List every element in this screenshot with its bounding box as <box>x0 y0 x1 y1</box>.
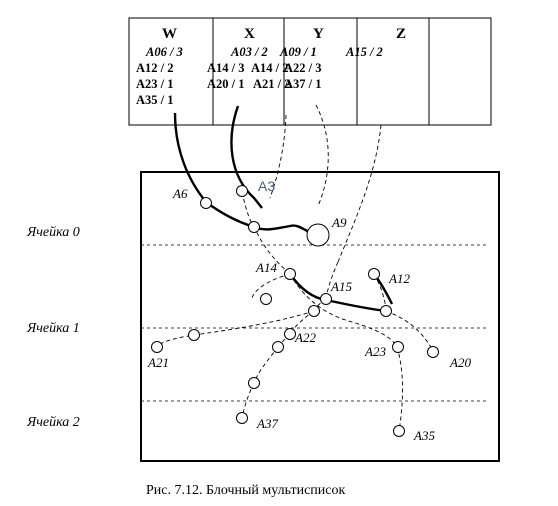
node-a23 <box>392 341 404 353</box>
row-label-cell-2: Ячейка 2 <box>26 415 80 430</box>
node-a35 <box>393 425 405 437</box>
column-header-w: W <box>162 26 177 42</box>
label-a12: A12 <box>388 271 410 286</box>
cell-x-1: A03 / 2 <box>230 45 268 59</box>
link-a3-a14 <box>241 191 255 227</box>
node-a22 <box>284 328 296 340</box>
cell-x-2: A14 / 3 <box>207 61 245 75</box>
label-a6: A6 <box>172 186 188 201</box>
column-header-x: X <box>244 26 255 42</box>
node-a21-link <box>188 329 200 341</box>
cell-z-1: A15 / 2 <box>345 45 383 59</box>
column-header-y: Y <box>313 26 324 42</box>
node-a15-lower <box>308 305 320 317</box>
nodes <box>151 185 439 437</box>
node-a15 <box>320 293 332 305</box>
label-a20: A20 <box>449 355 471 370</box>
row-label-cell-0: Ячейка 0 <box>26 225 80 240</box>
node-a3 <box>236 185 248 197</box>
link-y-to-a9 <box>315 104 329 207</box>
cell-w-2: A12 / 2 <box>136 61 174 75</box>
cell-y-3a: A21 / 2 <box>253 77 291 91</box>
node-a6 <box>200 197 212 209</box>
node-a37 <box>236 412 248 424</box>
label-a22: A22 <box>294 330 316 345</box>
label-a23: A23 <box>364 344 386 359</box>
label-a3: A3 <box>258 178 275 194</box>
row-label-cell-1: Ячейка 1 <box>26 321 80 336</box>
node-a12 <box>368 268 380 280</box>
node-a12-lower <box>380 305 392 317</box>
node-a22-lower <box>272 341 284 353</box>
header-table: W X Y Z A06 / 3 A12 / 2 A23 / 1 A35 / 1 … <box>128 17 492 126</box>
link-w-chain <box>173 112 255 229</box>
cell-y-2a: A14 / 2 <box>251 61 289 75</box>
node-a37-link <box>248 377 260 389</box>
link-a21 <box>156 310 315 348</box>
cell-w-4: A35 / 1 <box>136 93 174 107</box>
node-a9 <box>306 223 330 247</box>
link-z-to-a15 <box>337 124 382 263</box>
column-header-z: Z <box>396 26 406 42</box>
node-a14-left <box>260 293 272 305</box>
cell-y-2b: A22 / 3 <box>284 61 322 75</box>
label-a21: A21 <box>147 355 169 370</box>
link-a14-down <box>253 225 291 275</box>
link-a14-left <box>251 273 291 299</box>
cell-y-3b: A37 / 1 <box>284 77 322 91</box>
cell-y-1: A09 / 1 <box>279 45 317 59</box>
label-a15: A15 <box>330 279 352 294</box>
link-a23-a35 <box>396 346 403 432</box>
label-a14: A14 <box>255 260 277 275</box>
cell-x-3: A20 / 1 <box>207 77 245 91</box>
block-frame <box>140 171 500 462</box>
figure-caption: Рис. 7.12. Блочный мультисписок <box>146 483 346 498</box>
node-a14 <box>284 268 296 280</box>
link-y-top <box>269 114 287 199</box>
label-a9: A9 <box>331 215 347 230</box>
label-a35: A35 <box>413 428 435 443</box>
link-a9-join <box>253 224 311 234</box>
node-a20 <box>427 346 439 358</box>
node-a3-lower <box>248 221 260 233</box>
link-a14-a23 <box>289 273 398 348</box>
link-a12-a20 <box>385 310 434 352</box>
link-x-chain <box>230 105 263 209</box>
label-a37: A37 <box>256 416 278 431</box>
link-a22-a37 <box>253 346 279 384</box>
dashed-links <box>156 104 434 432</box>
cell-w-1: A06 / 3 <box>145 45 183 59</box>
node-a21 <box>151 341 163 353</box>
cell-w-3: A23 / 1 <box>136 77 174 91</box>
